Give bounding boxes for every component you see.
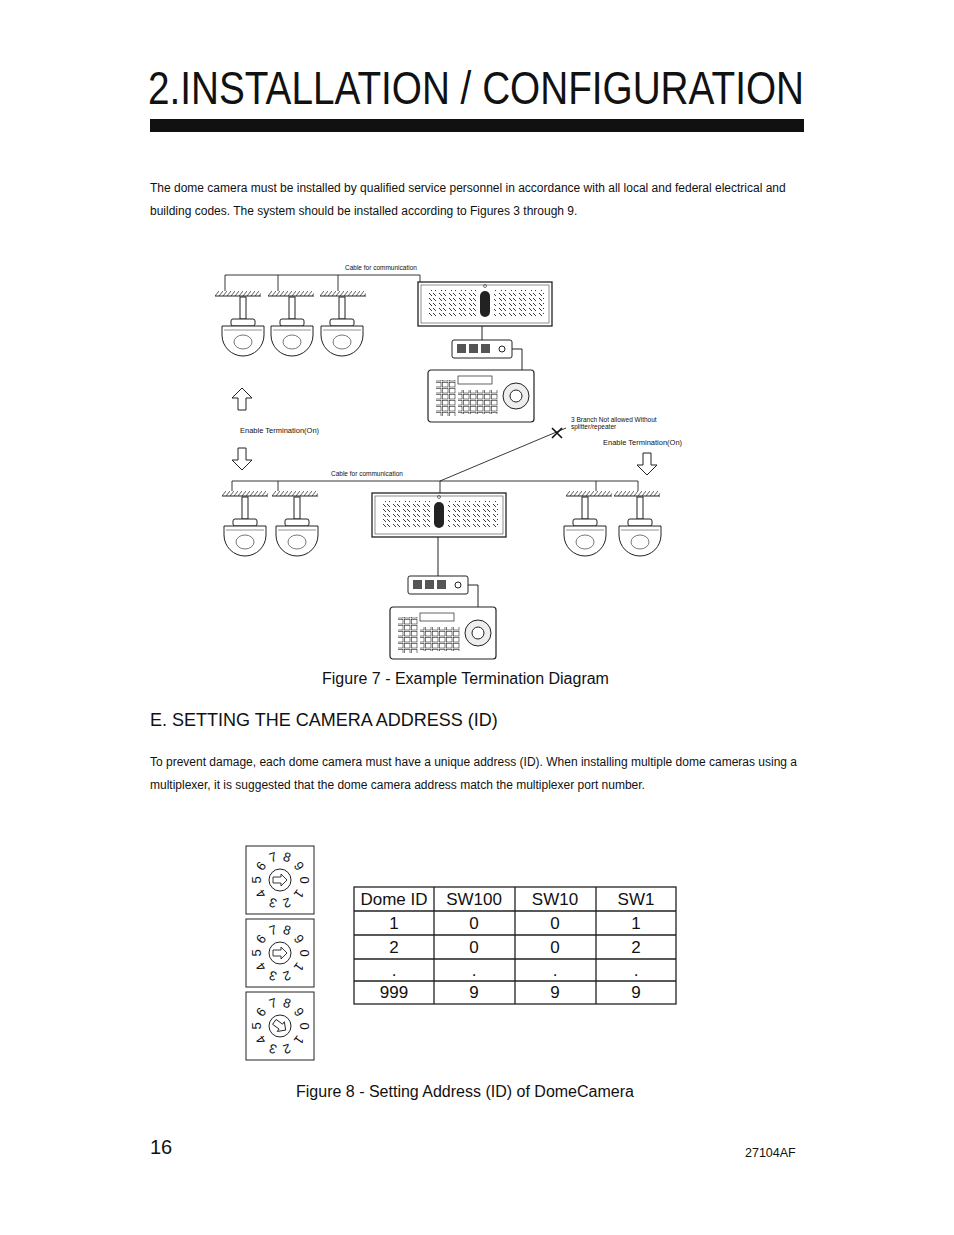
table-cell: Dome ID [360,891,427,908]
table-cell: . [634,962,639,979]
table-cell: 2 [631,939,640,956]
table-cell: 0 [550,915,559,932]
document-code: 27104AF [745,1146,796,1160]
switch-digit: 5 [250,949,263,956]
table-cell: 0 [469,915,478,932]
section-heading: E. SETTING THE CAMERA ADDRESS (ID) [150,710,498,731]
note-label: 3 Branch Not allowed Without splitter/re… [571,416,661,431]
table-cell: SW100 [446,891,502,908]
cable-label: Cable for communication [331,470,403,477]
page-title: 2.INSTALLATION / CONFIGURATION [148,62,804,115]
table-cell: 0 [550,939,559,956]
note-label: Enable Termination(On) [603,439,682,448]
table-cell: 9 [550,984,559,1001]
table-cell: . [472,962,477,979]
table-cell: 1 [631,915,640,932]
table-cell: . [553,962,558,979]
switch-digit: 0 [298,1022,311,1029]
switch-digit: 5 [250,876,263,883]
table-cell: . [392,962,397,979]
table-cell: 2 [389,939,398,956]
switch-digit: 0 [298,876,311,883]
page-number: 16 [150,1136,172,1159]
figure-caption: Figure 8 - Setting Address (ID) of DomeC… [296,1083,634,1101]
cable-label: Cable for communication [345,264,417,271]
figure-caption: Figure 7 - Example Termination Diagram [322,670,609,688]
table-cell: 999 [380,984,408,1001]
table-cell: 9 [631,984,640,1001]
table-cell: 1 [389,915,398,932]
body-text: To prevent damage, each dome camera must… [150,751,810,797]
table-cell: SW10 [532,891,578,908]
table-cell: SW1 [618,891,655,908]
switch-digit: 0 [298,949,311,956]
table-cell: 9 [469,984,478,1001]
switch-digit: 5 [250,1022,263,1029]
table-cell: 0 [469,939,478,956]
note-label: Enable Termination(On) [240,427,319,436]
body-text: The dome camera must be installed by qua… [150,177,810,223]
